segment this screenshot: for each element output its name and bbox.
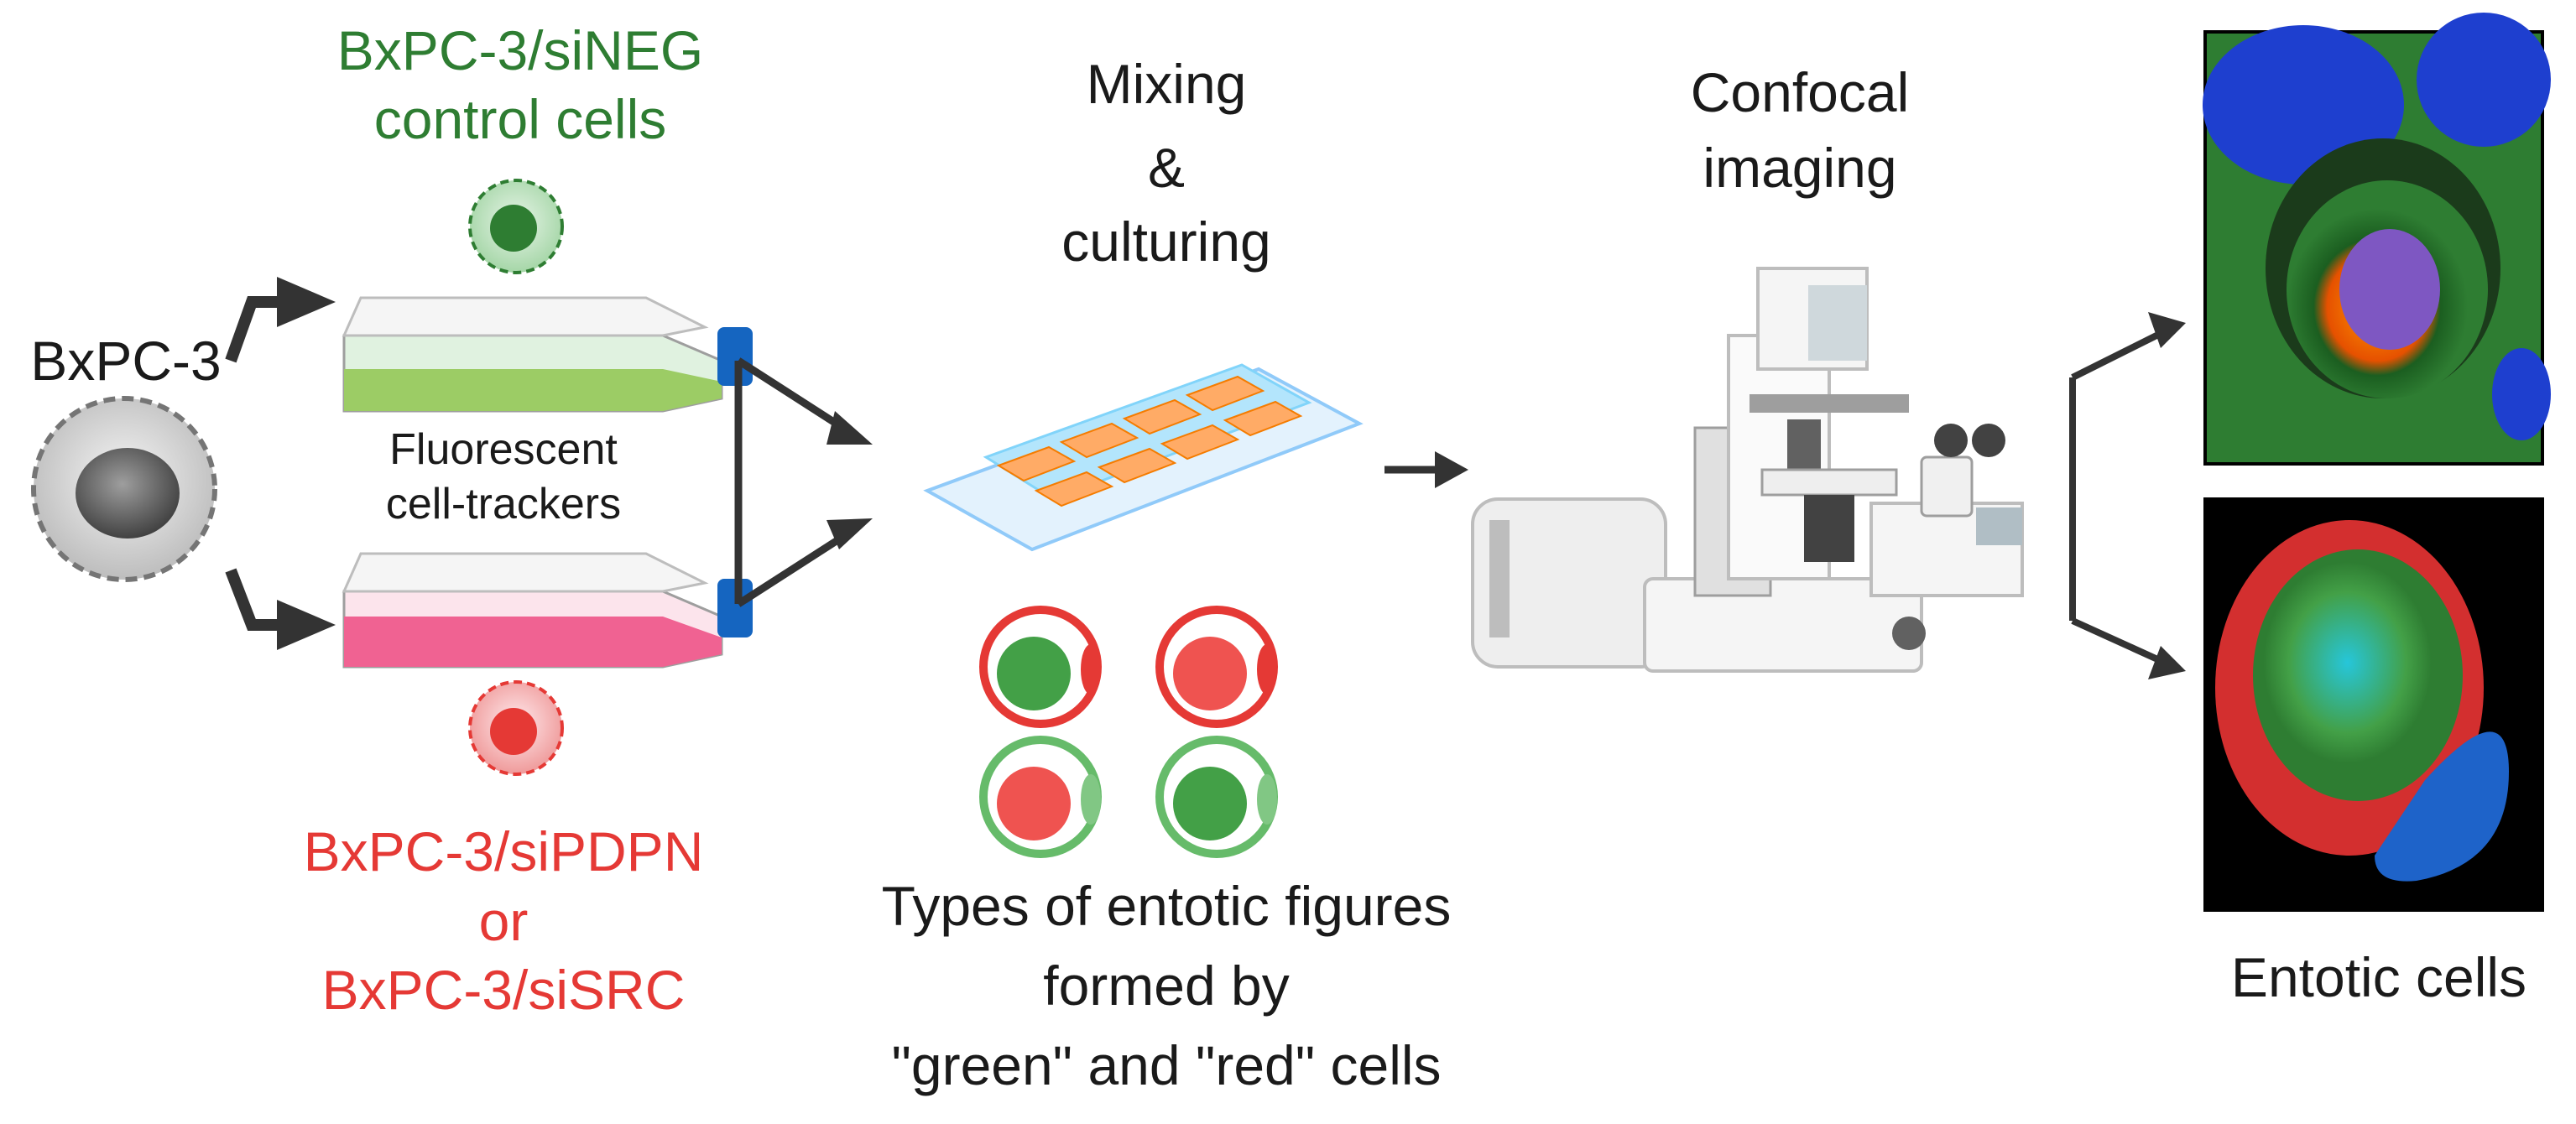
figure-types-label-3: "green" and "red" cells bbox=[891, 1034, 1442, 1096]
chamber-slide-icon bbox=[923, 363, 1364, 552]
figure-green-outer-green-inner bbox=[1155, 736, 1278, 858]
trackers-label-1: Fluorescent bbox=[389, 425, 618, 474]
entotic-figure-types bbox=[979, 606, 1278, 858]
arrow-icon bbox=[2148, 312, 2186, 348]
split-arrows bbox=[225, 296, 285, 631]
knockdown-line-label-1: BxPC-3/siPDPN bbox=[303, 820, 704, 882]
trackers-label-2: cell-trackers bbox=[385, 480, 622, 528]
source-cell-icon bbox=[31, 396, 217, 582]
merge-arrows bbox=[734, 357, 858, 607]
knockdown-line-label-2: BxPC-3/siSRC bbox=[321, 959, 686, 1021]
control-line-label-1: BxPC-3/siNEG bbox=[336, 19, 704, 81]
source-line-label: BxPC-3 bbox=[30, 330, 222, 392]
figure-green-outer-red-inner bbox=[979, 736, 1102, 858]
figure-red-outer-red-inner bbox=[1155, 606, 1278, 728]
arrow-icon bbox=[2148, 646, 2186, 679]
arrow-icon bbox=[277, 277, 336, 327]
mixing-label-2: & bbox=[1147, 137, 1186, 199]
figure-red-outer-green-inner bbox=[979, 606, 1102, 728]
figure-types-label-2: formed by bbox=[1043, 955, 1290, 1017]
arrow-icon bbox=[827, 518, 873, 549]
mixing-label-3: culturing bbox=[1061, 211, 1271, 273]
entotic-cells-label: Entotic cells bbox=[2230, 946, 2527, 1008]
figure-types-label-1: Types of entotic figures bbox=[881, 875, 1452, 937]
confocal-label-1: Confocal bbox=[1690, 61, 1910, 123]
microscope-icon bbox=[1471, 267, 2024, 673]
confocal-label-2: imaging bbox=[1703, 137, 1897, 199]
control-line-label-2: control cells bbox=[373, 88, 667, 150]
green-flask-icon bbox=[342, 296, 753, 413]
arrow-icon bbox=[277, 600, 336, 650]
green-cell-icon bbox=[468, 179, 564, 274]
knockdown-or-label: or bbox=[478, 890, 529, 952]
arrow-icon bbox=[827, 411, 873, 445]
mixing-label-1: Mixing bbox=[1086, 53, 1247, 115]
branch-arrows bbox=[2069, 328, 2167, 666]
red-flask-icon bbox=[342, 552, 753, 669]
arrow-icon bbox=[1435, 451, 1468, 488]
micrograph-1 bbox=[2203, 13, 2551, 466]
micrograph-2 bbox=[2203, 497, 2544, 912]
red-cell-icon bbox=[468, 680, 564, 776]
